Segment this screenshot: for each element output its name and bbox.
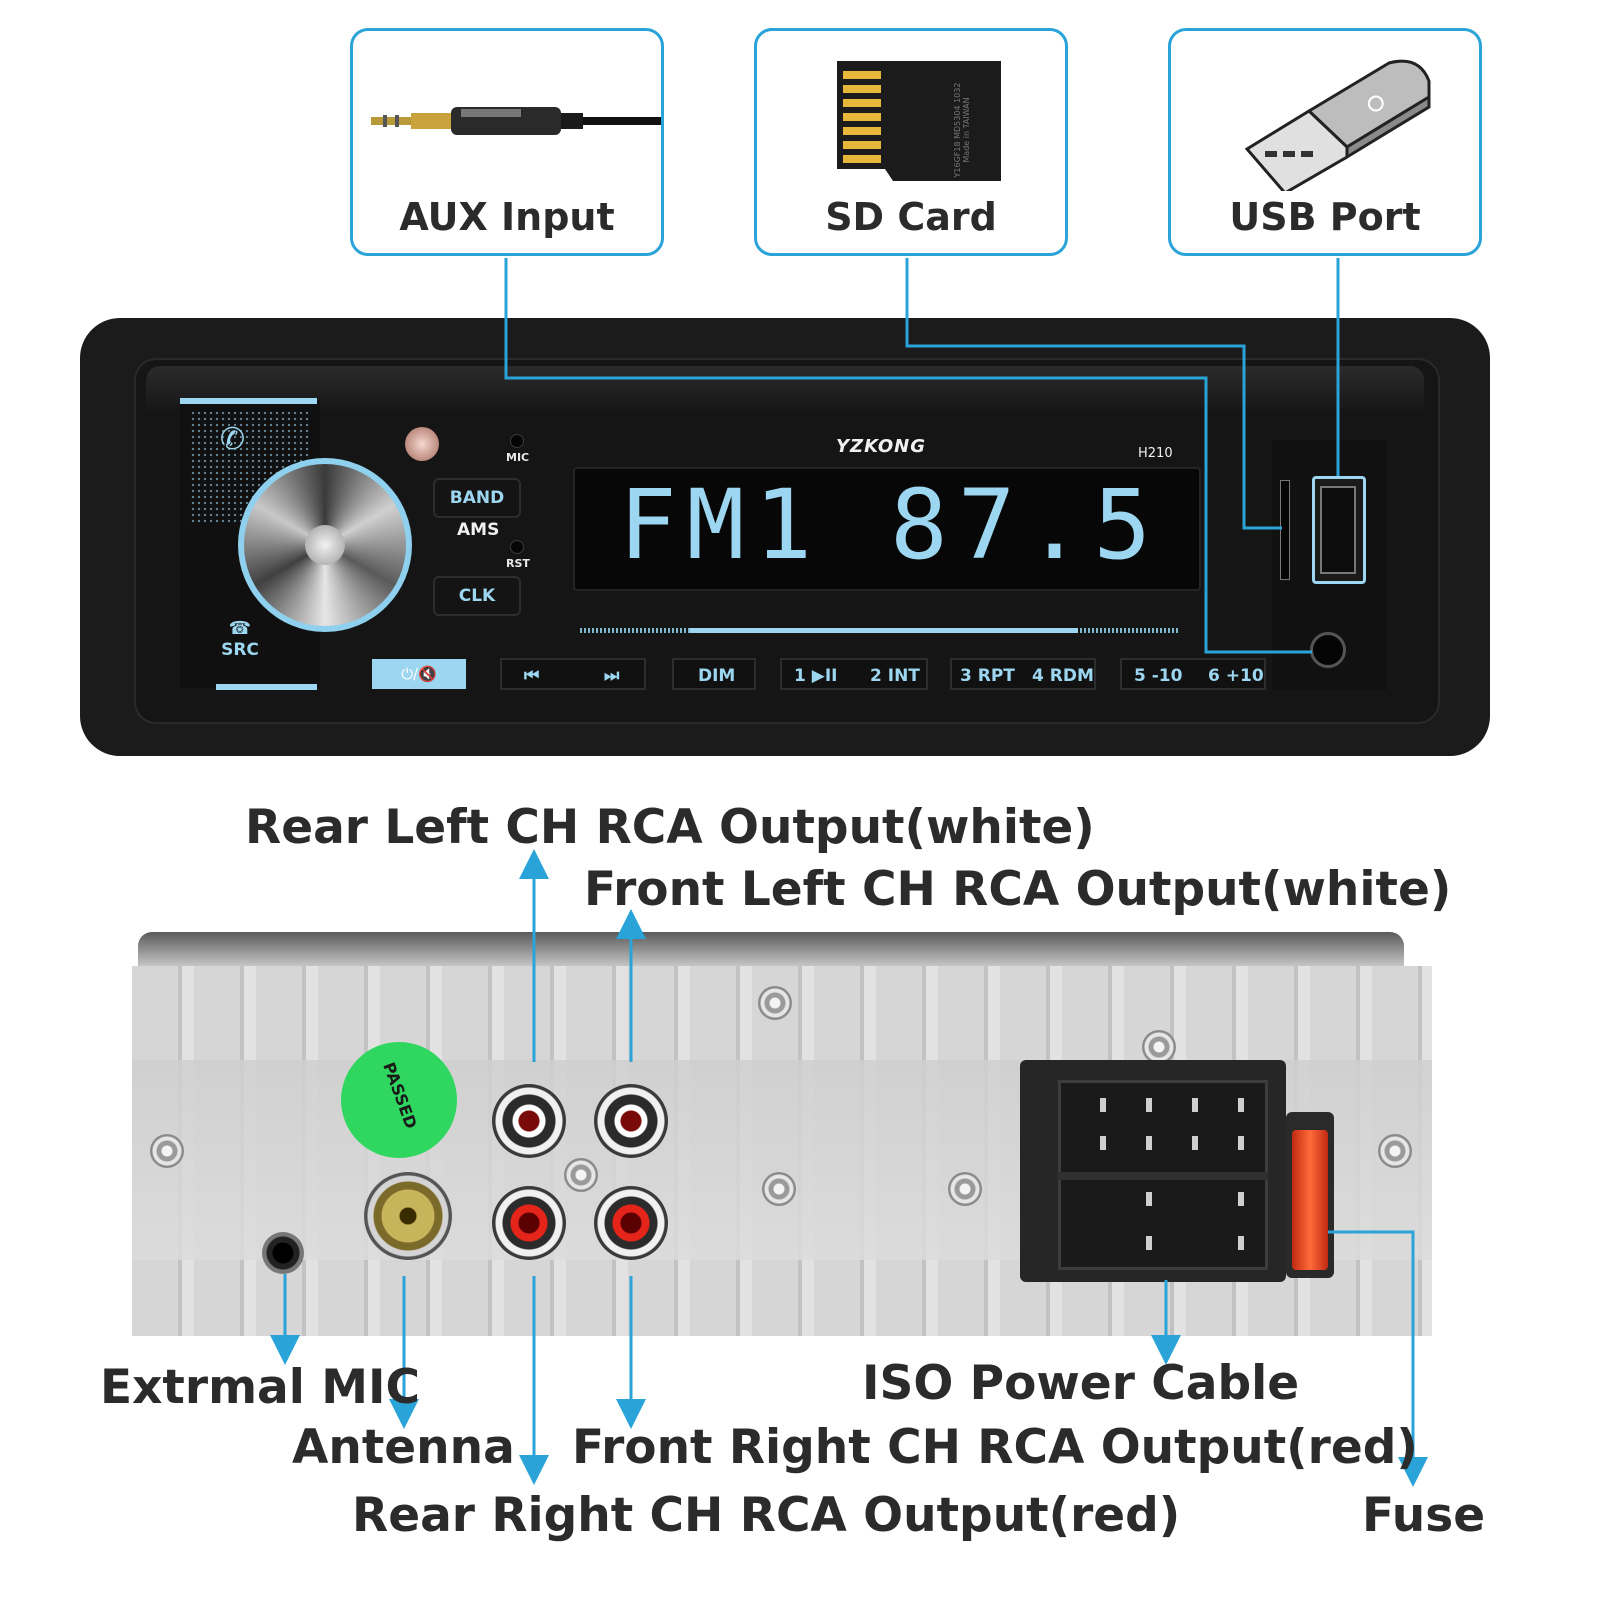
svg-text:⭘: ⭘	[1367, 92, 1385, 117]
sd-leader-line	[905, 258, 1282, 530]
src-button[interactable]: SRC	[221, 640, 259, 660]
dim-button[interactable]: DIM	[698, 666, 736, 686]
lcd-display	[573, 467, 1201, 591]
front-left-rca-label: Front Left CH RCA Output(white)	[584, 862, 1452, 917]
front-right-rca-label: Front Right CH RCA Output(red)	[572, 1420, 1418, 1475]
usb-port-callout: ⭘ USB Port	[1168, 28, 1482, 256]
external-mic-label: Extrmal MIC	[100, 1360, 420, 1415]
iso-power-cable-label: ISO Power Cable	[862, 1356, 1300, 1411]
preset-2-button[interactable]: 2 INT	[870, 666, 920, 686]
prev-track-button[interactable]: ⏮	[524, 666, 540, 686]
sd-card-icon	[837, 61, 1001, 181]
light-sensor	[405, 427, 439, 461]
iso-pin	[1238, 1236, 1244, 1250]
band-button[interactable]: BAND	[433, 478, 521, 518]
dim-button-frame: DIM	[672, 658, 756, 690]
left-top-strip	[180, 398, 317, 404]
fuse-label: Fuse	[1362, 1488, 1486, 1543]
fuse-arrow	[1328, 1230, 1428, 1487]
preset-5-button[interactable]: 5 -10	[1134, 666, 1183, 686]
volume-knob-center	[305, 525, 345, 565]
iso-pin	[1192, 1136, 1198, 1150]
rst-label: RST	[506, 557, 530, 570]
aux-input-label: AUX Input	[399, 195, 615, 239]
aux-input-callout: AUX Input	[350, 28, 664, 256]
screw-mid-right	[948, 1172, 982, 1206]
aux-cable-icon	[371, 107, 661, 135]
front-right-rca[interactable]	[594, 1186, 668, 1260]
iso-pin	[1146, 1098, 1152, 1112]
qc-passed-sticker	[341, 1042, 457, 1158]
iso-pin	[1100, 1136, 1106, 1150]
reset-hole	[510, 540, 524, 554]
iso-pin	[1192, 1098, 1198, 1112]
preset-4-button[interactable]: 4 RDM	[1032, 666, 1094, 686]
clk-button[interactable]: CLK	[433, 576, 521, 616]
rear-left-rca[interactable]	[492, 1084, 566, 1158]
phone-mic-icon[interactable]: ✆	[220, 422, 246, 457]
iso-pin	[1146, 1136, 1152, 1150]
sd-card-label: SD Card	[825, 195, 997, 239]
preset-1-button[interactable]: 1 ▶II	[794, 666, 838, 686]
lcd-display-text: FM1 87.5	[618, 469, 1162, 581]
preset-6-button[interactable]: 6 +10	[1208, 666, 1264, 686]
screw-rca-center	[564, 1158, 598, 1192]
iso-pin	[1146, 1236, 1152, 1250]
antenna-socket[interactable]	[364, 1172, 452, 1260]
usb-stick-icon: ⭘	[1244, 59, 1431, 191]
screw-top	[758, 986, 792, 1020]
antenna-label: Antenna	[292, 1420, 515, 1475]
rear-right-rca-label: Rear Right CH RCA Output(red)	[352, 1488, 1181, 1543]
iso-pin	[1238, 1192, 1244, 1206]
iso-pin	[1100, 1098, 1106, 1112]
screw-right	[1378, 1134, 1412, 1168]
sd-card-slot[interactable]	[1280, 480, 1290, 580]
sd-card-callout: Y16GF18 MD5304 1032 Made in TAIWAN SD Ca…	[754, 28, 1068, 256]
mic-hole	[510, 434, 524, 448]
iso-pin	[1238, 1136, 1244, 1150]
next-track-button[interactable]: ⏭	[604, 666, 620, 686]
mic-label: MIC	[506, 451, 530, 464]
iso-connector-divider	[1058, 1172, 1268, 1180]
usb-port-inner	[1320, 486, 1356, 574]
screw-iso	[1142, 1030, 1176, 1064]
front-left-rca[interactable]	[594, 1084, 668, 1158]
iso-pin	[1146, 1192, 1152, 1206]
ams-label: AMS	[457, 520, 500, 540]
screw-left	[150, 1134, 184, 1168]
chassis-top-edge	[138, 932, 1404, 972]
preset-3-4-frame: 3 RPT 4 RDM	[950, 658, 1096, 690]
left-bottom-strip	[216, 684, 317, 690]
aux-jack[interactable]	[1310, 632, 1346, 668]
brand-logo: YZKONG	[836, 436, 927, 457]
fuse[interactable]	[1292, 1130, 1328, 1270]
model-number: H210	[1138, 446, 1173, 461]
rear-right-rca[interactable]	[492, 1186, 566, 1260]
power-mute-button[interactable]: ⏻/🔇	[372, 659, 466, 689]
hangup-icon: ☎	[228, 618, 252, 639]
display-underline-bar	[690, 628, 1078, 633]
track-buttons: ⏮ ⏭	[500, 658, 646, 690]
preset-3-button[interactable]: 3 RPT	[960, 666, 1015, 686]
preset-5-6-frame: 5 -10 6 +10	[1120, 658, 1266, 690]
preset-1-2-frame: 1 ▶II 2 INT	[780, 658, 928, 690]
rear-left-rca-label: Rear Left CH RCA Output(white)	[245, 800, 1095, 855]
iso-pin	[1238, 1098, 1244, 1112]
faceplate-top-bevel	[146, 366, 1424, 410]
screw-mid-left	[762, 1172, 796, 1206]
usb-port-label: USB Port	[1229, 195, 1421, 239]
aux-leader-line	[504, 258, 1312, 654]
external-mic-jack[interactable]	[262, 1232, 304, 1274]
